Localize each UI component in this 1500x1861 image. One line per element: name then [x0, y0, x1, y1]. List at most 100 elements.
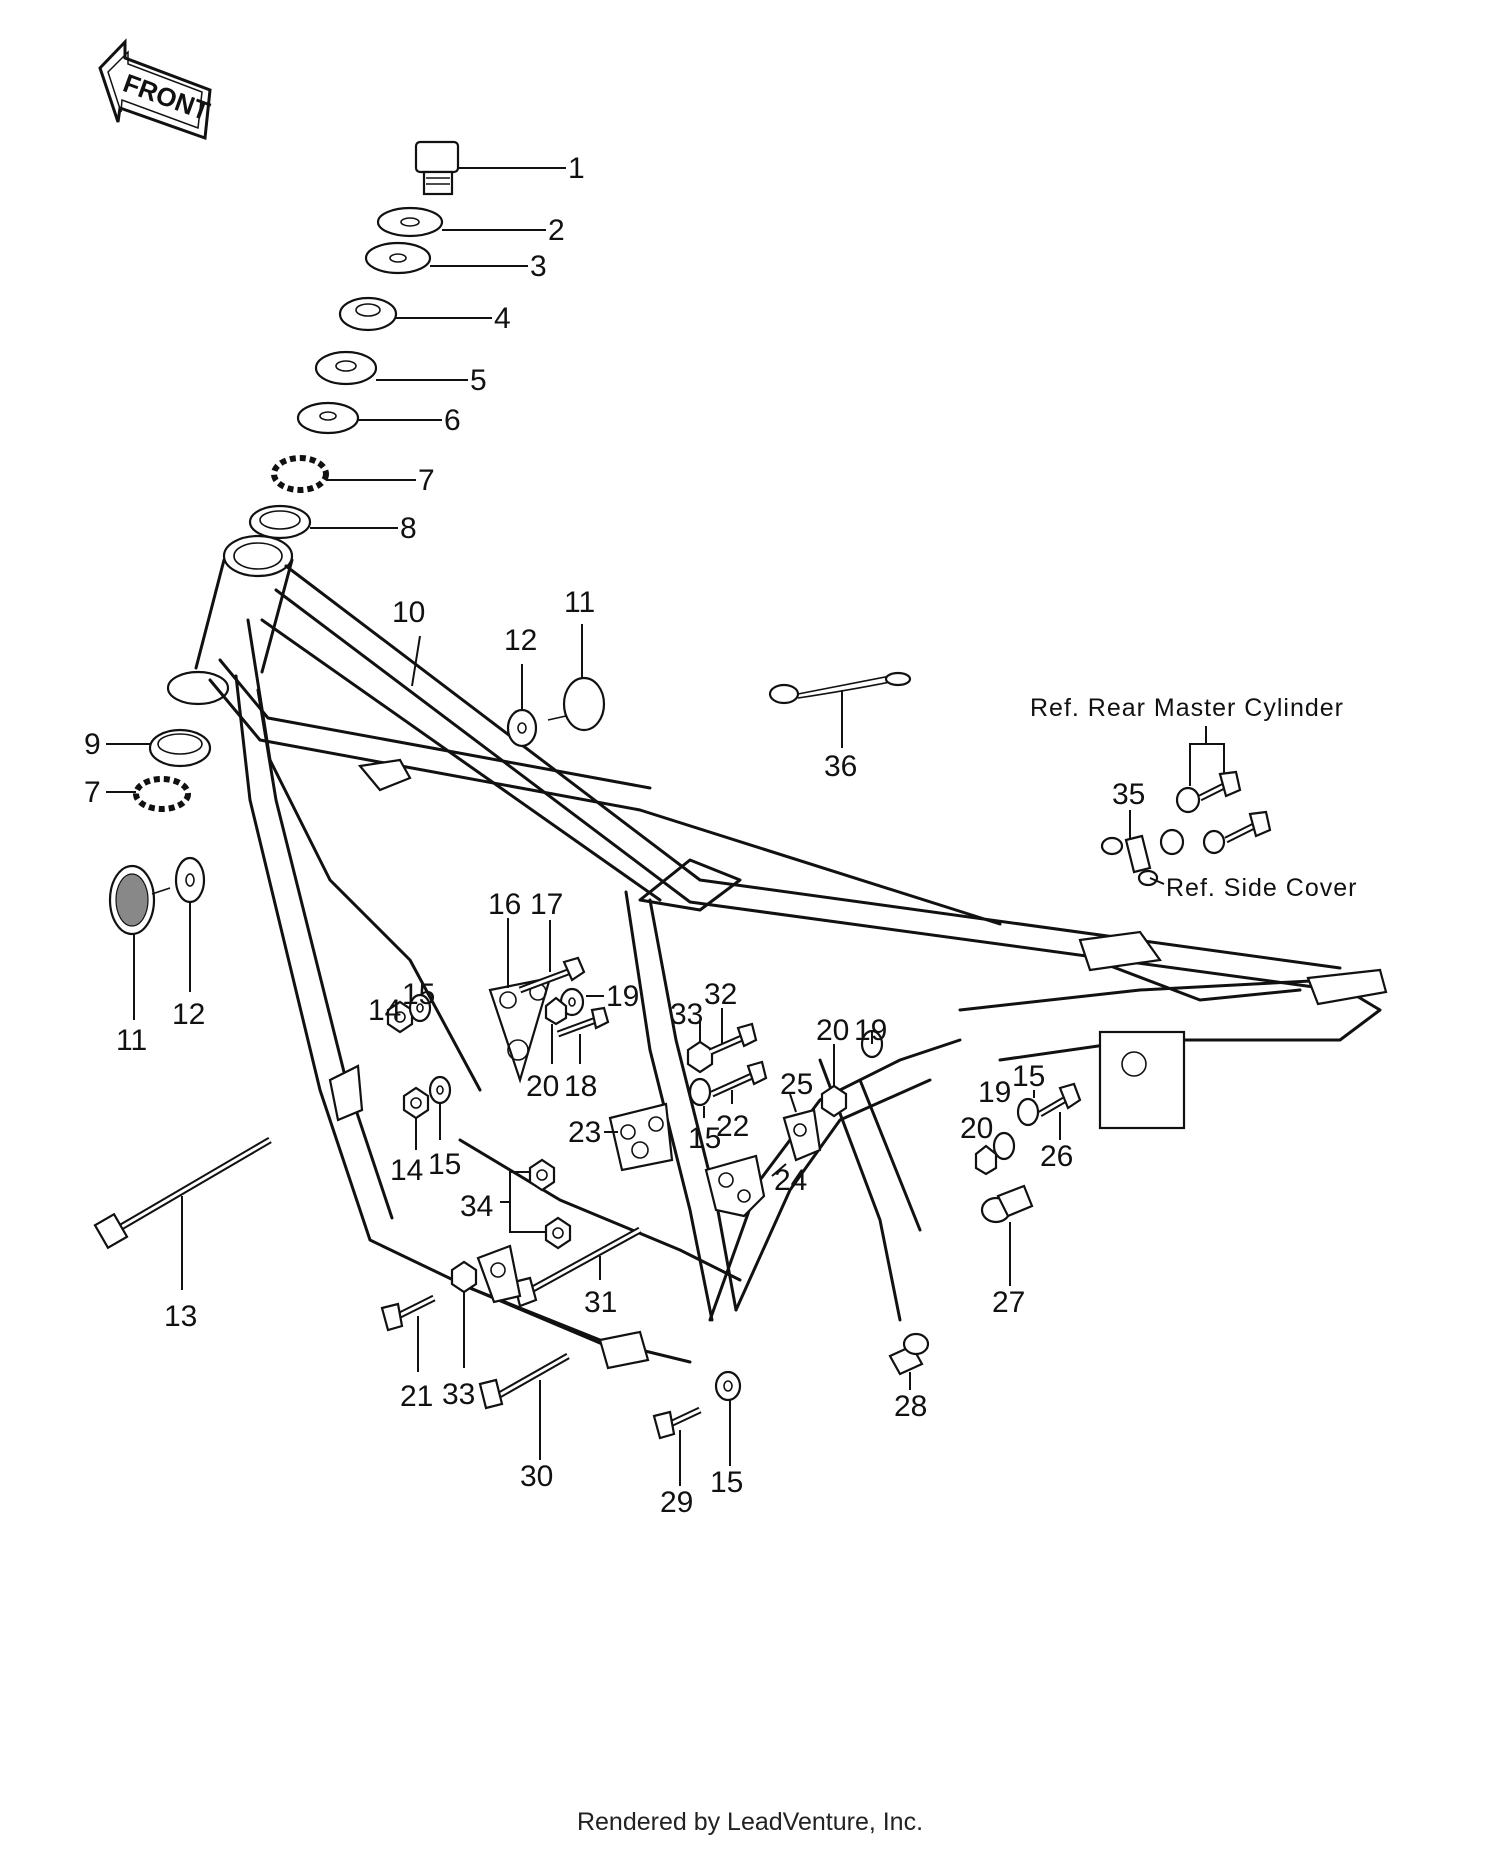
callout-22: 22 — [716, 1110, 749, 1143]
callout-13: 13 — [164, 1300, 197, 1333]
callout-28: 28 — [894, 1390, 927, 1423]
wire-strap-36 — [768, 671, 912, 705]
nut-20-right — [974, 1144, 998, 1176]
callout-30: 30 — [520, 1460, 553, 1493]
callout-19-mid: 19 — [854, 1014, 887, 1047]
callout-15-mid: 15 — [688, 1122, 721, 1155]
ball-bearing-ring-lower — [133, 776, 191, 812]
bolt-18 — [556, 1006, 610, 1038]
callout-36: 36 — [824, 750, 857, 783]
nut-20-left — [544, 996, 568, 1026]
callout-11-top: 11 — [564, 586, 595, 619]
reflector-11 — [108, 864, 171, 936]
callout-24: 24 — [774, 1164, 807, 1197]
clip-35 — [1100, 834, 1159, 887]
bolt-17 — [518, 956, 586, 994]
callout-5: 5 — [470, 364, 487, 397]
nut-14-lower — [402, 1086, 430, 1120]
callout-35: 35 — [1112, 778, 1145, 811]
callout-9: 9 — [84, 728, 101, 761]
callout-8: 8 — [400, 512, 417, 545]
callout-20-left: 20 — [526, 1070, 559, 1103]
bolt-21 — [380, 1294, 436, 1332]
callout-19-right: 19 — [978, 1076, 1011, 1109]
callout-14-upper: 14 — [368, 994, 401, 1027]
callout-7-lower: 7 — [84, 776, 101, 809]
callout-1: 1 — [568, 152, 585, 185]
callout-7-upper: 7 — [418, 464, 435, 497]
callout-27: 27 — [992, 1286, 1025, 1319]
washer-15-lower — [428, 1075, 452, 1105]
bolt-31 — [512, 1226, 642, 1308]
callout-34: 34 — [460, 1190, 493, 1223]
callout-26: 26 — [1040, 1140, 1073, 1173]
callout-16: 16 — [488, 888, 521, 921]
washer-15-bottom — [714, 1370, 742, 1402]
bolt-22 — [710, 1060, 768, 1098]
washer-15-upper — [408, 993, 432, 1023]
bolt-28 — [888, 1332, 930, 1376]
footer-credit: Rendered by LeadVenture, Inc. — [576, 1808, 924, 1836]
bolt-29 — [652, 1406, 702, 1440]
ref-rear-master-cylinder: Ref. Rear Master Cylinder — [1030, 694, 1344, 722]
nut-34-upper — [528, 1158, 556, 1192]
callout-33-lower: 33 — [442, 1378, 475, 1411]
callout-10: 10 — [392, 596, 425, 629]
stem-nut — [414, 140, 460, 196]
bracket-24 — [704, 1154, 766, 1218]
washer-15-right — [1016, 1097, 1040, 1127]
nut-33-lower — [450, 1260, 478, 1294]
nut-14-upper — [386, 1000, 414, 1034]
callout-25: 25 — [780, 1068, 813, 1101]
callout-15-upper: 15 — [402, 978, 435, 1011]
nut-33-upper — [686, 1040, 714, 1074]
callout-14-lower: 14 — [390, 1154, 423, 1187]
washer-2 — [376, 206, 444, 238]
engine-mount-plate-23 — [608, 1102, 674, 1172]
washer-15-mid — [688, 1077, 712, 1107]
nut-20-mid — [820, 1084, 848, 1118]
bolt-26 — [1038, 1082, 1082, 1118]
stem-locknut — [338, 296, 398, 332]
washer-19-right — [992, 1131, 1016, 1161]
side-cover-bolts — [1159, 810, 1272, 856]
callout-32: 32 — [704, 978, 737, 1011]
bracket-25 — [782, 1108, 822, 1162]
ball-bearing-ring-upper — [271, 455, 329, 493]
callout-12-left: 12 — [172, 998, 205, 1031]
callout-31: 31 — [584, 1286, 617, 1319]
rubber-damper-9 — [148, 728, 212, 768]
callout-4: 4 — [494, 302, 511, 335]
callout-15-bottom: 15 — [710, 1466, 743, 1499]
ref-side-cover: Ref. Side Cover — [1166, 874, 1357, 902]
bearing-cup-6 — [296, 401, 360, 435]
washer-12-left — [174, 856, 206, 904]
bolt-32 — [708, 1022, 758, 1056]
reflector-11-top — [547, 676, 606, 732]
bolt-30 — [478, 1352, 570, 1410]
callout-23: 23 — [568, 1116, 601, 1149]
main-frame — [166, 534, 1388, 1370]
nut-34-lower — [544, 1216, 572, 1250]
engine-bracket-rear — [476, 1244, 522, 1304]
callout-2: 2 — [548, 214, 565, 247]
bearing-race-8 — [248, 504, 312, 540]
callout-29: 29 — [660, 1486, 693, 1519]
callout-15-lower: 15 — [428, 1148, 461, 1181]
callout-11-left: 11 — [116, 1024, 147, 1057]
washer-3 — [364, 241, 432, 275]
washer-12-top — [506, 708, 538, 748]
callout-20-right: 20 — [960, 1112, 993, 1145]
callout-6: 6 — [444, 404, 461, 437]
callout-17: 17 — [530, 888, 563, 921]
long-engine-bolt-13 — [93, 1136, 272, 1250]
bolt-27 — [980, 1184, 1034, 1224]
front-arrow-icon — [98, 38, 212, 141]
callout-20-mid: 20 — [816, 1014, 849, 1047]
callout-19-left: 19 — [606, 980, 639, 1013]
callout-33-upper: 33 — [670, 998, 703, 1031]
engine-mount-plate-16 — [488, 976, 552, 1084]
bearing-cone-5 — [314, 350, 378, 386]
